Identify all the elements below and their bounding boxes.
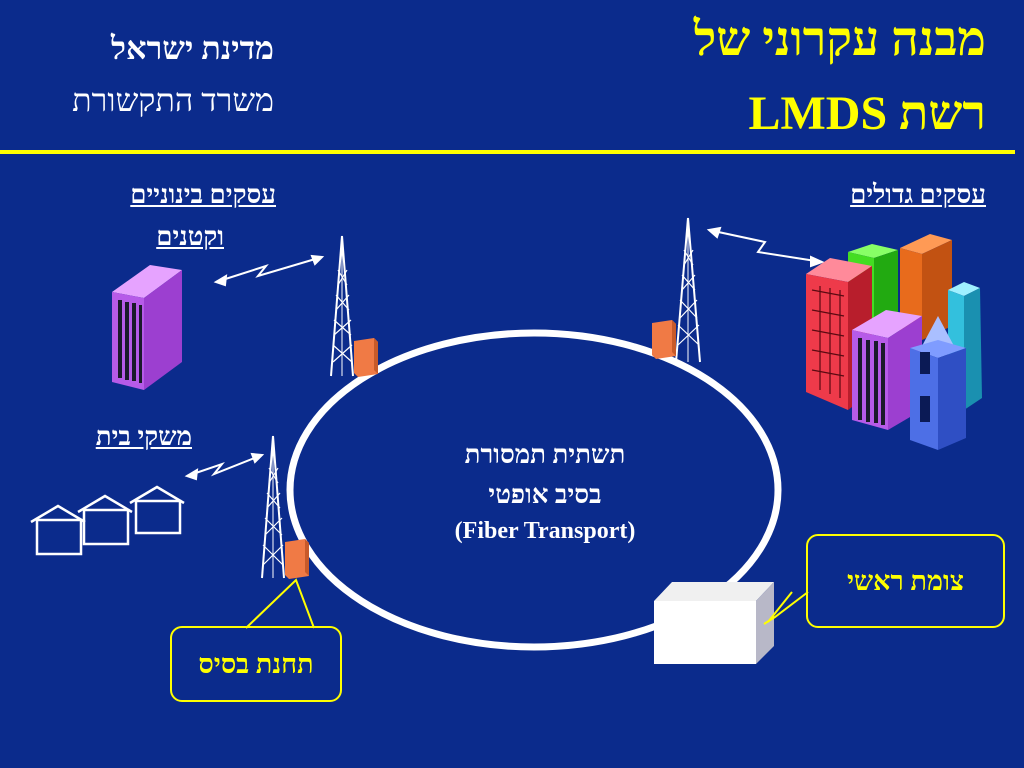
wireless-link-icon xyxy=(184,452,265,481)
title-line-1: מבנה עקרוני של xyxy=(693,13,986,66)
callout-base-station: תחנת בסיס xyxy=(170,626,342,702)
city-buildings-icon xyxy=(806,234,982,450)
title-line-2: רשת LMDS xyxy=(748,87,986,140)
label-medium-small-line2: וקטנים xyxy=(156,222,224,251)
house-icon xyxy=(77,494,133,546)
label-medium-small-line1: עסקים בינוניים xyxy=(130,180,276,209)
callout-main-node: צומת ראשי xyxy=(806,534,1005,628)
label-large-business: עסקים גדולים xyxy=(850,180,986,209)
house-icon xyxy=(129,485,185,535)
ring-label-line3: (Fiber Transport) xyxy=(454,518,636,544)
base-station-box-icon xyxy=(652,320,676,359)
base-station-box-icon xyxy=(285,539,309,579)
office-name: משרד התקשורת xyxy=(72,82,274,118)
main-node-box-icon xyxy=(654,582,774,664)
fiber-ring xyxy=(286,329,782,651)
label-households: משקי בית xyxy=(95,422,192,451)
callout-base-station-text: תחנת בסיס xyxy=(198,648,314,679)
wireless-link-icon xyxy=(213,254,325,287)
header-divider xyxy=(0,150,1015,154)
office-building-icon xyxy=(112,265,182,390)
wireless-link-icon xyxy=(706,226,825,268)
antenna-tower-icon xyxy=(675,217,701,363)
house-icon xyxy=(30,504,86,556)
callout-main-node-text: צומת ראשי xyxy=(846,565,965,596)
ring-label-line1: תשתית תמסורת xyxy=(464,440,626,469)
ring-label-line2: בסיב אופטי xyxy=(488,480,602,509)
ministry-name: מדינת ישראל xyxy=(111,30,274,66)
callout-pointer-base-station xyxy=(245,578,315,629)
callout-pointer-main-node xyxy=(767,591,793,623)
antenna-tower-icon xyxy=(261,435,285,579)
base-station-box-icon xyxy=(354,338,378,377)
antenna-tower-icon xyxy=(330,235,354,377)
